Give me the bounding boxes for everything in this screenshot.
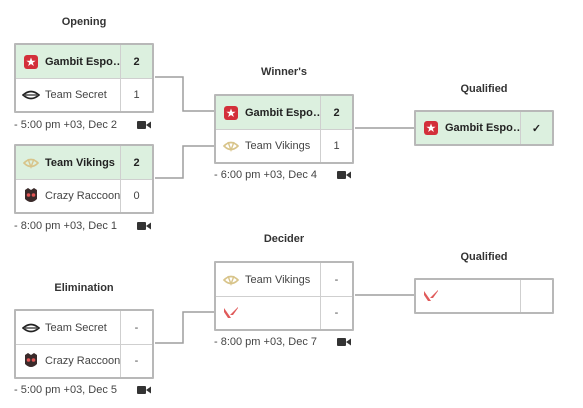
- checkmark-icon: ✓: [520, 112, 552, 144]
- video-camera-icon[interactable]: [137, 385, 151, 395]
- team-score: -: [120, 311, 152, 344]
- team-name: Team Vikings: [245, 140, 311, 152]
- team-score: -: [320, 263, 352, 296]
- team-row[interactable]: [416, 280, 552, 312]
- team-row[interactable]: Team Vikings -: [216, 263, 352, 296]
- team-score: 0: [120, 180, 152, 212]
- video-camera-icon[interactable]: [137, 120, 151, 130]
- team-name: Team Vikings: [45, 156, 115, 169]
- team-name: Gambit Espo…: [445, 122, 520, 134]
- match-elimination[interactable]: Team Secret - Crazy Raccoon -: [14, 309, 154, 379]
- team-row[interactable]: Team Secret 1: [16, 78, 152, 111]
- team-score: 2: [320, 96, 352, 129]
- team-row[interactable]: Crazy Raccoon 0: [16, 179, 152, 212]
- team-row[interactable]: Crazy Raccoon -: [16, 344, 152, 377]
- team-name: Team Secret: [45, 89, 107, 101]
- team-name: Team Secret: [45, 321, 107, 334]
- gambit-logo-icon: [222, 104, 240, 122]
- gambit-logo-icon: [22, 53, 40, 71]
- video-camera-icon[interactable]: [337, 170, 351, 180]
- team-row[interactable]: Gambit Espo… 2: [216, 96, 352, 129]
- crazy-raccoon-logo-icon: [22, 187, 40, 205]
- header-qualified-bottom: Qualified: [460, 251, 508, 263]
- team-name: Gambit Espo…: [245, 106, 320, 119]
- team-name: Gambit Espo…: [45, 55, 120, 68]
- team-row[interactable]: Team Vikings 1: [216, 129, 352, 162]
- match-opening-1[interactable]: Gambit Espo… 2 Team Secret 1: [14, 43, 154, 113]
- team-row[interactable]: Team Vikings 2: [16, 146, 152, 179]
- team-name: Crazy Raccoon: [45, 355, 120, 367]
- team-score: 2: [120, 146, 152, 179]
- video-camera-icon[interactable]: [137, 221, 151, 231]
- match-time: - 8:00 pm +03, Dec 7: [214, 336, 318, 348]
- team-score: 2: [120, 45, 152, 78]
- header-qualified-top: Qualified: [460, 83, 508, 95]
- match-qualified-top[interactable]: Gambit Espo… ✓: [414, 110, 554, 146]
- video-camera-icon[interactable]: [337, 337, 351, 347]
- team-name: Crazy Raccoon: [45, 190, 120, 202]
- team-row[interactable]: Team Secret -: [16, 311, 152, 344]
- team-name: Team Vikings: [245, 273, 311, 286]
- team-vikings-logo-icon: [22, 154, 40, 172]
- header-opening: Opening: [61, 16, 107, 28]
- team-score: 1: [320, 130, 352, 162]
- match-decider[interactable]: Team Vikings - -: [214, 261, 354, 331]
- header-elimination: Elimination: [54, 282, 114, 294]
- match-time: - 6:00 pm +03, Dec 4: [214, 169, 318, 181]
- match-qualified-bottom[interactable]: [414, 278, 554, 314]
- match-time: - 5:00 pm +03, Dec 2: [14, 119, 118, 131]
- crazy-raccoon-logo-icon: [22, 352, 40, 370]
- gambit-logo-icon: [422, 119, 440, 137]
- team-secret-logo-icon: [22, 86, 40, 104]
- match-time: - 5:00 pm +03, Dec 5: [14, 384, 118, 396]
- header-decider: Decider: [263, 233, 305, 245]
- valorant-logo-icon: [422, 287, 440, 305]
- match-time: - 8:00 pm +03, Dec 1: [14, 220, 118, 232]
- team-score: 1: [120, 79, 152, 111]
- team-vikings-logo-icon: [222, 271, 240, 289]
- match-winners[interactable]: Gambit Espo… 2 Team Vikings 1: [214, 94, 354, 164]
- team-vikings-logo-icon: [222, 137, 240, 155]
- match-opening-2[interactable]: Team Vikings 2 Crazy Raccoon 0: [14, 144, 154, 214]
- team-secret-logo-icon: [22, 319, 40, 337]
- team-row[interactable]: Gambit Espo… 2: [16, 45, 152, 78]
- team-score: -: [320, 297, 352, 329]
- team-score: -: [120, 345, 152, 377]
- team-row[interactable]: -: [216, 296, 352, 329]
- valorant-logo-icon: [222, 304, 240, 322]
- team-row[interactable]: Gambit Espo… ✓: [416, 112, 552, 144]
- header-winners: Winner's: [261, 66, 307, 78]
- team-score: [520, 280, 552, 312]
